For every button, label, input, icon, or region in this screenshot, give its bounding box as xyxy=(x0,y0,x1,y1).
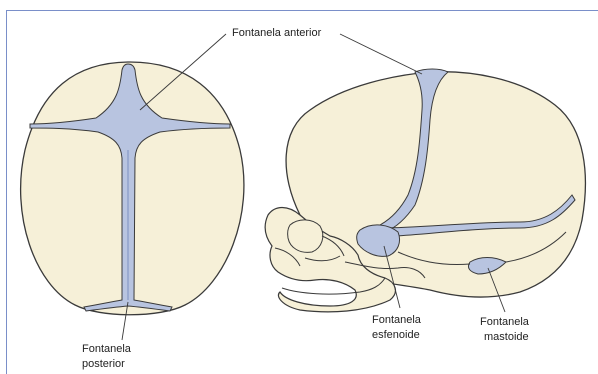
skull-top-view xyxy=(21,62,244,315)
skull-lateral-view xyxy=(265,69,585,312)
label-fontanela-mastoide-2: mastoide xyxy=(484,330,529,344)
label-fontanela-posterior-1: Fontanela xyxy=(82,342,131,356)
leader-anterior-lateral xyxy=(340,34,422,74)
label-fontanela-posterior-2: posterior xyxy=(82,357,125,371)
orbit xyxy=(288,220,323,253)
label-fontanela-mastoide-1: Fontanela xyxy=(480,315,529,329)
label-fontanela-anterior: Fontanela anterior xyxy=(232,26,321,40)
label-fontanela-esfenoide-2: esfenoide xyxy=(372,328,420,342)
label-fontanela-esfenoide-1: Fontanela xyxy=(372,313,421,327)
